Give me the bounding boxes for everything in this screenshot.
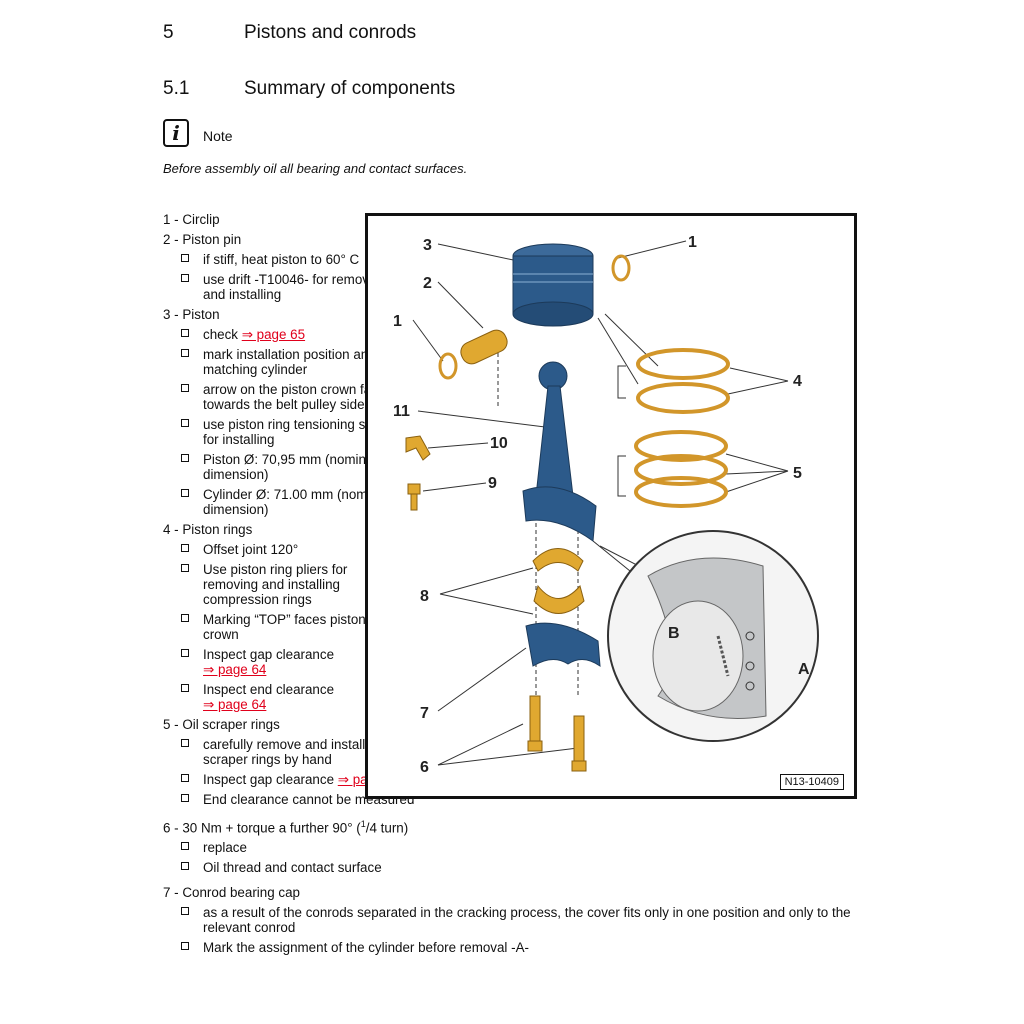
checkbox-icon <box>181 349 189 357</box>
checkbox-icon <box>181 489 189 497</box>
oil-scraper-rings-icon <box>634 430 728 508</box>
list-item: Inspect end clearance⇒ page 64 <box>163 682 403 712</box>
bearing-cap-icon <box>525 622 601 668</box>
checkbox-icon <box>181 329 189 337</box>
list-item: mark installation position and matching … <box>163 347 403 377</box>
bearing-shells-icon <box>532 548 585 614</box>
item-oil-scraper-rings: 5 - Oil scraper rings <box>163 717 280 732</box>
checkbox-icon <box>181 842 189 851</box>
list-item: Cylinder Ø: 71.00 mm (nominal dimension) <box>163 487 403 517</box>
checkbox-icon <box>181 774 189 782</box>
list-item: Oil thread and contact surface <box>163 860 883 875</box>
detail-magnifier-icon <box>607 530 819 742</box>
oil-spray-jet-icon <box>405 435 431 461</box>
list-item: Use piston ring pliers for removing and … <box>163 562 403 607</box>
list-item: use drift -T10046- for removing and inst… <box>163 272 403 302</box>
checkbox-icon <box>181 254 189 262</box>
callout-a: A <box>798 661 810 678</box>
list-item: Marking “TOP” faces piston crown <box>163 612 403 642</box>
item-bolts: 6 - 30 Nm + torque a further 90° (1/4 tu… <box>163 819 409 836</box>
callout-6: 6 <box>420 759 429 776</box>
callout-11: 11 <box>393 403 410 420</box>
list-item: Mark the assignment of the cylinder befo… <box>163 940 883 955</box>
checkbox-icon <box>181 649 189 657</box>
list-item: Offset joint 120° <box>163 542 403 557</box>
callout-3: 3 <box>423 237 432 254</box>
checkbox-icon <box>181 274 189 282</box>
checkbox-icon <box>181 564 189 572</box>
subsection-number: 5.1 <box>163 78 190 99</box>
circlip-icon <box>438 352 458 380</box>
circlip-icon <box>611 254 631 282</box>
callout-1: 1 <box>688 234 697 251</box>
piston-rings-icon <box>636 348 730 414</box>
note-text: Before assembly oil all bearing and cont… <box>163 161 468 176</box>
callout-1: 1 <box>393 313 402 330</box>
exploded-view-drawing: 3 2 1 1 11 10 9 4 5 8 7 6 B A <box>393 234 819 776</box>
list-item: if stiff, heat piston to 60° C <box>163 252 403 267</box>
list-item: check ⇒ page 65 <box>163 327 403 342</box>
checkbox-icon <box>181 684 189 692</box>
checkbox-icon <box>181 454 189 462</box>
info-icon: i <box>163 119 189 147</box>
exploded-view-figure: 3 2 1 1 11 10 9 4 5 8 7 6 B A N13-10409 <box>365 213 857 799</box>
item-piston: 3 - Piston <box>163 307 220 322</box>
list-item: use piston ring tensioning strap for ins… <box>163 417 403 447</box>
page-link[interactable]: ⇒ page 64 <box>203 662 267 677</box>
checkbox-icon <box>181 384 189 392</box>
conrod-icon <box>522 361 597 542</box>
section-number: 5 <box>163 22 174 43</box>
page-link[interactable]: ⇒ page 64 <box>203 697 267 712</box>
callout-b: B <box>668 625 680 642</box>
note-label: Note <box>203 128 233 144</box>
list-item: arrow on the piston crown faces towards … <box>163 382 403 412</box>
item-conrod-bearing-cap: 7 - Conrod bearing cap <box>163 885 300 901</box>
callout-4: 4 <box>793 373 802 390</box>
checkbox-icon <box>181 739 189 747</box>
checkbox-icon <box>181 544 189 552</box>
checkbox-icon <box>181 942 189 951</box>
list-item: Piston Ø: 70,95 mm (nominal dimension) <box>163 452 403 482</box>
item-piston-pin: 2 - Piston pin <box>163 232 242 247</box>
list-item: as a result of the conrods separated in … <box>163 905 883 935</box>
checkbox-icon <box>181 862 189 871</box>
callout-9: 9 <box>488 475 497 492</box>
page-link[interactable]: ⇒ page 65 <box>241 327 306 342</box>
section-title: Pistons and conrods <box>244 22 417 43</box>
piston-pin-icon <box>460 329 508 365</box>
callout-10: 10 <box>490 435 508 452</box>
bolt-icon <box>407 483 421 511</box>
subsection-title: Summary of components <box>244 78 456 99</box>
list-item: End clearance cannot be measured <box>163 792 883 807</box>
callout-7: 7 <box>420 705 429 722</box>
list-item: Inspect gap clearance⇒ page 64 <box>163 647 403 677</box>
callout-8: 8 <box>420 588 429 605</box>
conrod-bolts-icon <box>527 695 587 772</box>
checkbox-icon <box>181 419 189 427</box>
figure-code: N13-10409 <box>779 774 844 790</box>
checkbox-icon <box>181 614 189 622</box>
callout-2: 2 <box>423 275 432 292</box>
callout-5: 5 <box>793 465 802 482</box>
checkbox-icon <box>181 907 189 916</box>
item-piston-rings: 4 - Piston rings <box>163 522 253 537</box>
list-item: replace <box>163 840 883 855</box>
checkbox-icon <box>181 794 189 802</box>
piston-icon <box>512 243 594 327</box>
item-circlip: 1 - Circlip <box>163 212 220 227</box>
